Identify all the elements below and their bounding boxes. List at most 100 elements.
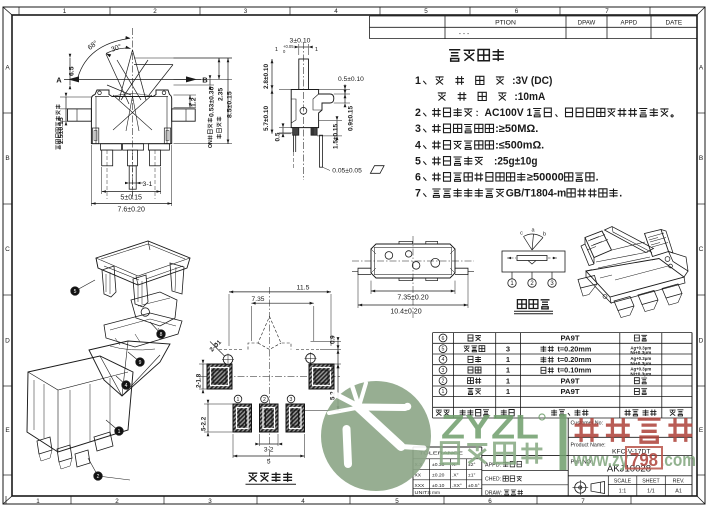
svg-text:1: 1	[315, 47, 318, 53]
svg-text:B: B	[202, 76, 208, 85]
svg-text:±1°: ±1°	[468, 473, 476, 479]
svg-text:Ag+0.3μm: Ag+0.3μm	[630, 356, 651, 361]
svg-text:Ag+0.3μm: Ag+0.3μm	[630, 345, 651, 350]
svg-text:3: 3	[290, 397, 293, 403]
svg-text:SHEET: SHEET	[642, 479, 660, 485]
svg-text:1: 1	[506, 387, 510, 396]
svg-text:.com: .com	[660, 449, 696, 470]
svg-text:2: 2	[530, 281, 534, 287]
svg-text:2: 2	[263, 397, 266, 403]
svg-text:t=0.20mm: t=0.20mm	[558, 355, 592, 364]
svg-text:2.8±0.10: 2.8±0.10	[263, 63, 270, 89]
svg-text:A1: A1	[675, 488, 682, 494]
svg-text:1: 1	[36, 498, 40, 505]
svg-text:±0.10: ±0.10	[432, 483, 445, 489]
svg-text:A: A	[5, 64, 10, 71]
svg-text:4: 4	[301, 498, 305, 505]
svg-text:2: 2	[442, 379, 445, 385]
svg-text::≤500mΩ.: :≤500mΩ.	[495, 140, 544, 152]
svg-text:AC100V 1: AC100V 1	[485, 107, 533, 119]
svg-text:DRAW:: DRAW:	[485, 491, 502, 497]
svg-text:7.6±0.20: 7.6±0.20	[118, 207, 146, 214]
svg-text:REV.: REV.	[673, 479, 685, 485]
svg-text:±0.5°: ±0.5°	[468, 483, 480, 489]
svg-text:0.9: 0.9	[330, 335, 337, 344]
svg-text:t=0.10mm: t=0.10mm	[558, 366, 592, 375]
svg-text:Part NO:: Part NO:	[571, 460, 593, 466]
svg-text:www.zy: www.zy	[572, 449, 628, 470]
svg-text:9: 9	[139, 360, 142, 366]
svg-text:6: 6	[515, 8, 519, 15]
svg-text:11.5: 11.5	[297, 284, 310, 291]
svg-text::≥50MΩ.: :≥50MΩ.	[495, 123, 538, 135]
svg-text:6.5: 6.5	[69, 66, 76, 76]
svg-text:1.6: 1.6	[330, 363, 337, 372]
svg-text:0.05±0.05: 0.05±0.05	[332, 168, 362, 175]
svg-text:A: A	[56, 76, 62, 85]
svg-text:2.5±0.15: 2.5±0.15	[58, 117, 65, 144]
svg-text:PTION: PTION	[495, 19, 516, 26]
svg-text:3: 3	[415, 123, 421, 135]
svg-text:6: 6	[415, 172, 421, 184]
svg-text::3V (DC): :3V (DC)	[512, 75, 552, 87]
svg-text:7: 7	[605, 8, 609, 15]
svg-text:1:1: 1:1	[619, 488, 627, 494]
svg-text:4: 4	[415, 140, 421, 152]
svg-text:D: D	[5, 337, 10, 344]
svg-text:2.35: 2.35	[218, 88, 225, 101]
svg-text:7.35±0.20: 7.35±0.20	[397, 295, 428, 302]
svg-text:1: 1	[506, 355, 510, 364]
svg-text:- - -: - - -	[459, 31, 470, 38]
svg-text:≥50000: ≥50000	[527, 172, 564, 184]
svg-text:8.5±0.15: 8.5±0.15	[227, 91, 234, 118]
svg-text:2: 2	[415, 107, 421, 119]
svg-text:.X°: .X°	[452, 473, 459, 479]
svg-text:b: b	[543, 232, 546, 238]
svg-text:1: 1	[63, 8, 67, 15]
svg-text:Product Name:: Product Name:	[571, 442, 606, 448]
svg-text:PA9T: PA9T	[561, 387, 581, 396]
svg-text:0.5: 0.5	[275, 132, 282, 141]
svg-text:5: 5	[395, 498, 399, 505]
svg-text:Ni+0.3μm: Ni+0.3μm	[630, 371, 651, 376]
svg-text:3: 3	[442, 368, 445, 374]
svg-text:.: .	[619, 188, 622, 200]
svg-text:1: 1	[415, 75, 421, 87]
svg-text:1: 1	[506, 376, 510, 385]
svg-text:DPAW: DPAW	[578, 19, 596, 26]
svg-text:A: A	[699, 64, 704, 71]
svg-text:1.2: 1.2	[191, 97, 198, 107]
svg-text:5: 5	[424, 8, 428, 15]
svg-text:1: 1	[118, 429, 121, 435]
svg-text:±0.30: ±0.30	[432, 462, 445, 468]
svg-text:XX: XX	[415, 473, 422, 479]
svg-text:1: 1	[442, 389, 445, 395]
svg-text:KFC-V-17DT: KFC-V-17DT	[612, 449, 651, 456]
svg-text:0.9±0.15: 0.9±0.15	[348, 105, 355, 131]
svg-text:E: E	[699, 427, 704, 434]
svg-text:798: 798	[630, 449, 658, 470]
svg-text:c: c	[520, 231, 523, 237]
svg-text:3: 3	[244, 8, 248, 15]
svg-text:GB/T1804-m: GB/T1804-m	[506, 188, 567, 200]
svg-text:PA9T: PA9T	[561, 376, 581, 385]
svg-text:2: 2	[97, 474, 100, 480]
svg-text:5±0.15: 5±0.15	[120, 195, 142, 202]
svg-text:1: 1	[275, 47, 278, 53]
svg-text:3-1: 3-1	[143, 181, 153, 188]
svg-text:5.7±0.10: 5.7±0.10	[263, 105, 270, 131]
svg-text:5: 5	[267, 459, 271, 466]
svg-text:t=0.20mm: t=0.20mm	[558, 344, 592, 353]
svg-text:3: 3	[208, 498, 212, 505]
svg-text:CHED:: CHED:	[485, 477, 501, 483]
svg-text:2: 2	[115, 498, 119, 505]
svg-text:5-2.2: 5-2.2	[201, 416, 208, 431]
svg-text:8: 8	[160, 332, 163, 338]
svg-text:mm: mm	[432, 491, 440, 496]
svg-text:a: a	[531, 228, 535, 234]
svg-text:PA9T: PA9T	[561, 334, 581, 343]
svg-text:ON: ON	[208, 140, 214, 148]
svg-text:2: 2	[153, 8, 157, 15]
svg-text:5: 5	[442, 347, 445, 353]
svg-text:+0.05: +0.05	[283, 44, 294, 49]
